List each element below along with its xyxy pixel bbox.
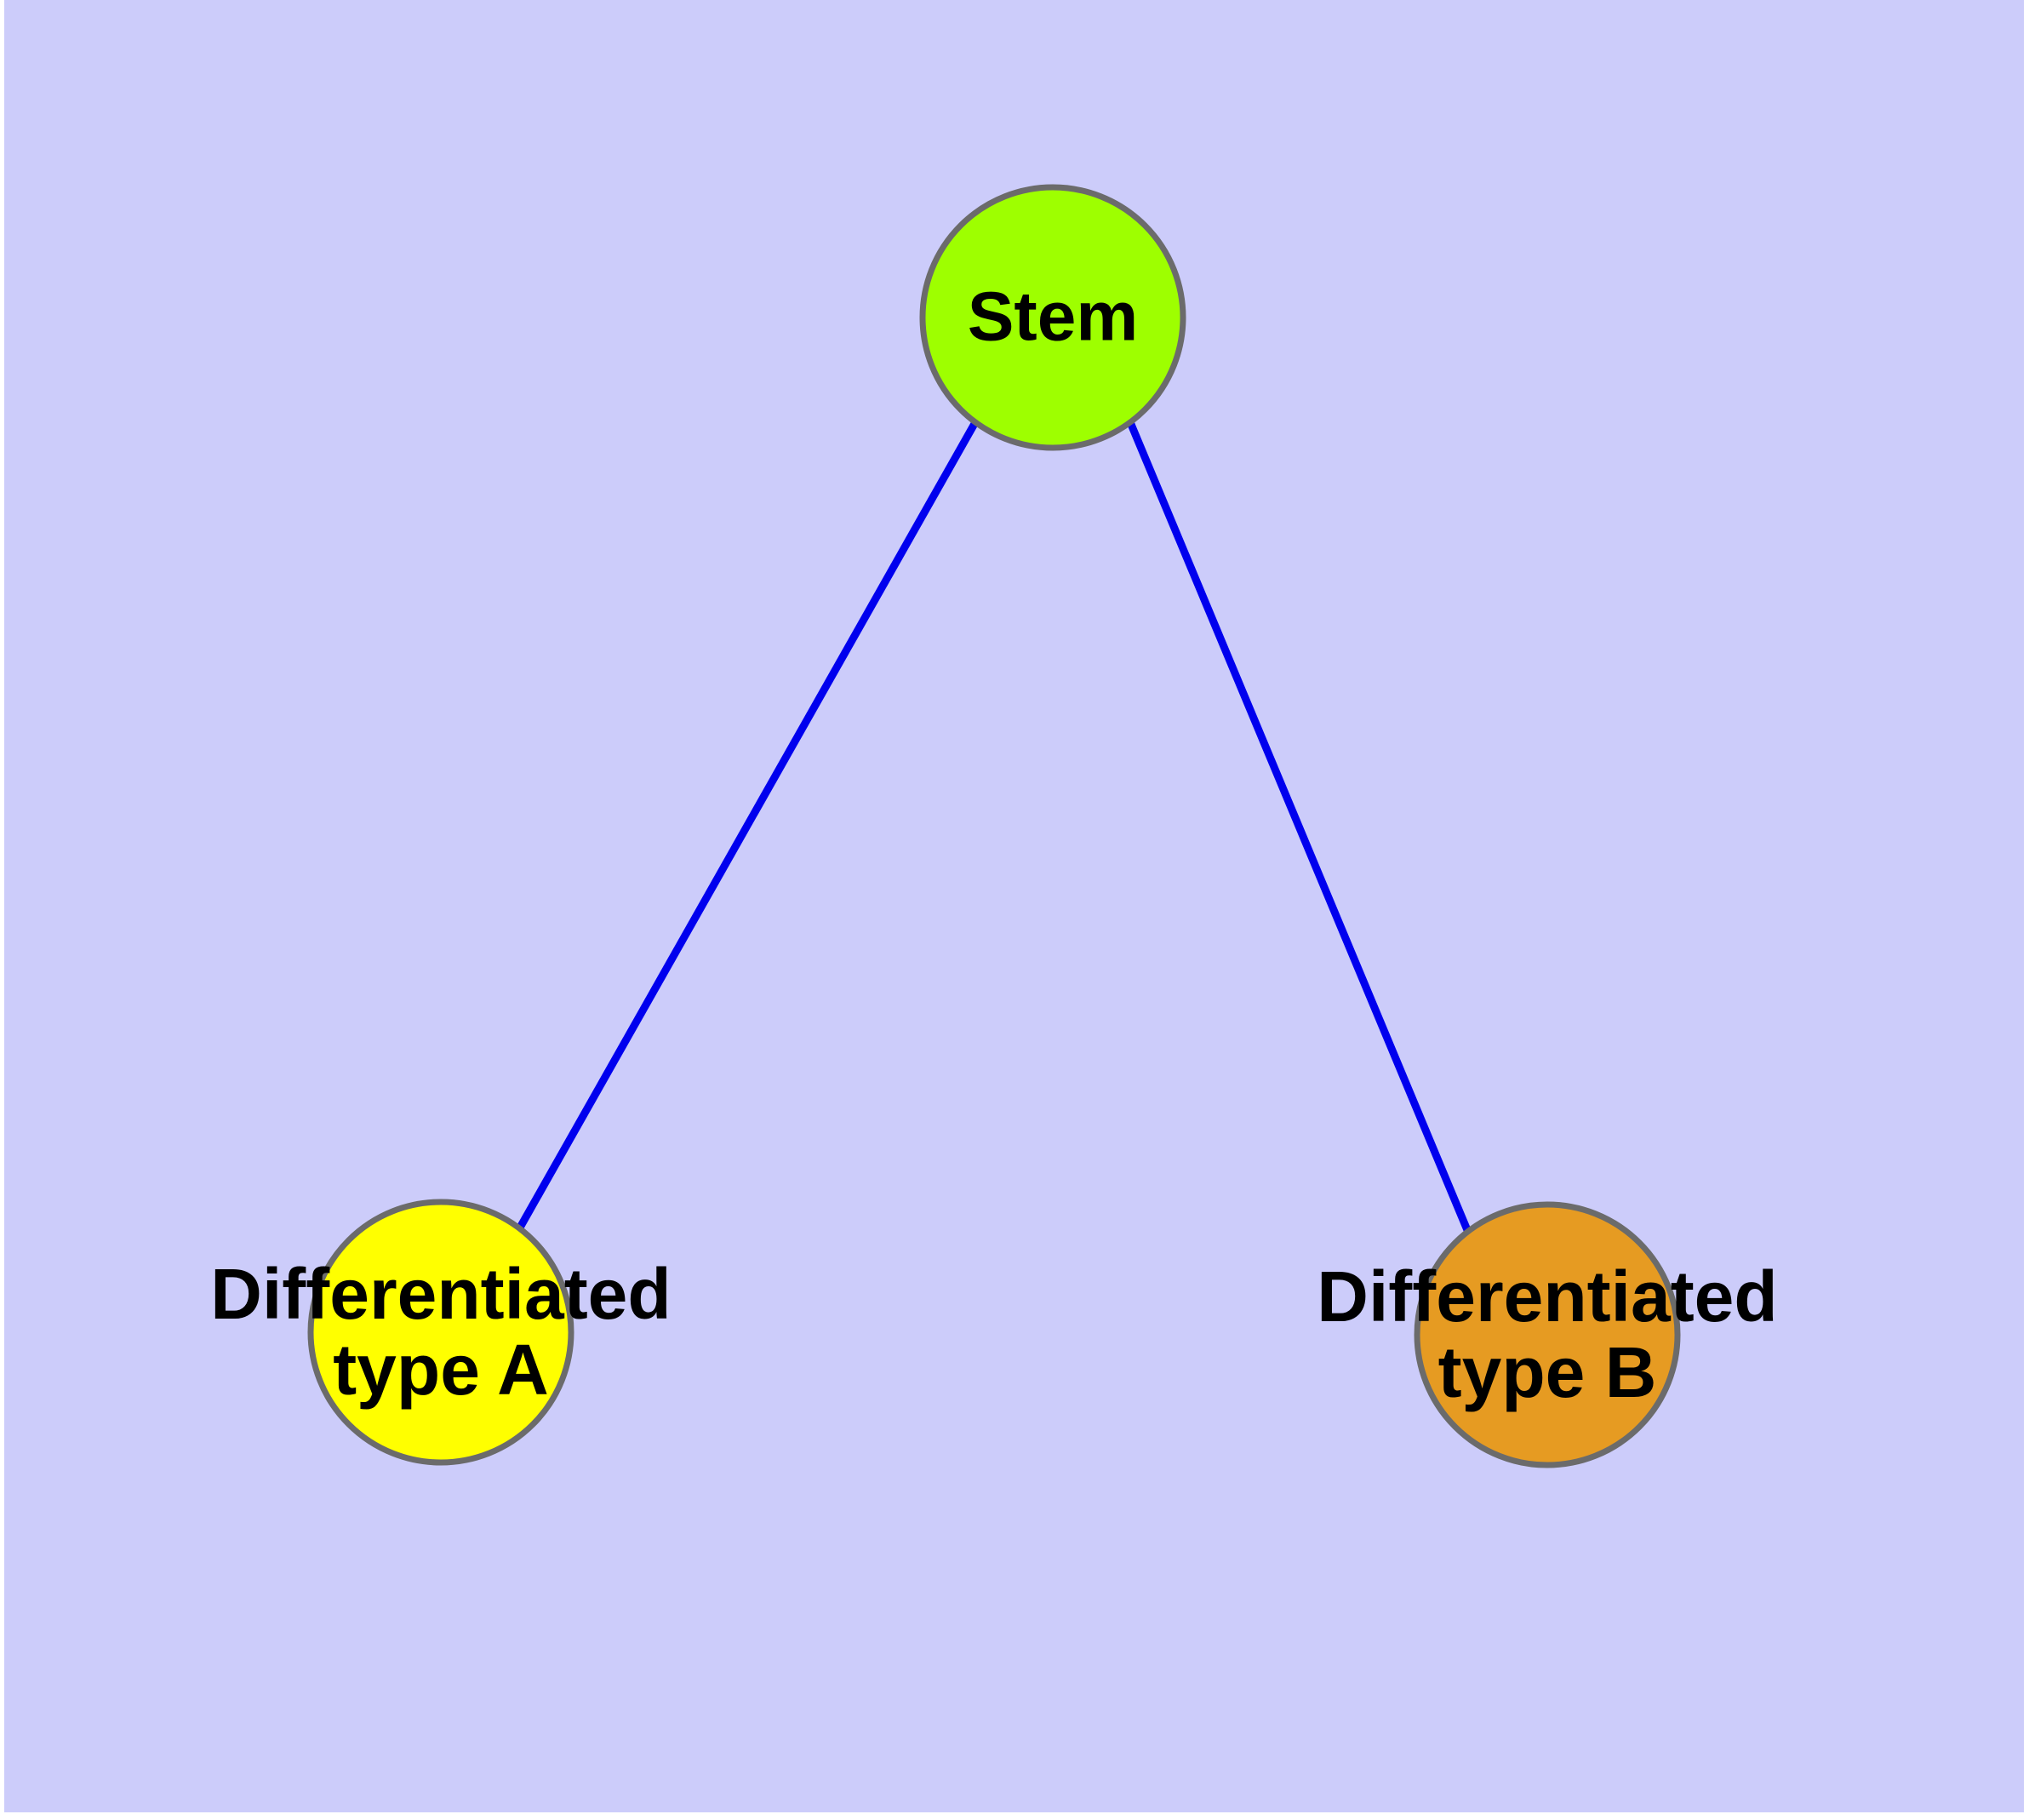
node-diff_b[interactable] — [1414, 1201, 1681, 1468]
edges-group — [517, 420, 1472, 1232]
edge-stem-to-diff_b[interactable] — [1126, 421, 1472, 1232]
node-diff_a[interactable] — [307, 1199, 574, 1466]
node-stem[interactable] — [919, 184, 1186, 451]
edge-stem-to-diff_a[interactable] — [517, 420, 979, 1230]
nodes-group — [307, 184, 1681, 1468]
